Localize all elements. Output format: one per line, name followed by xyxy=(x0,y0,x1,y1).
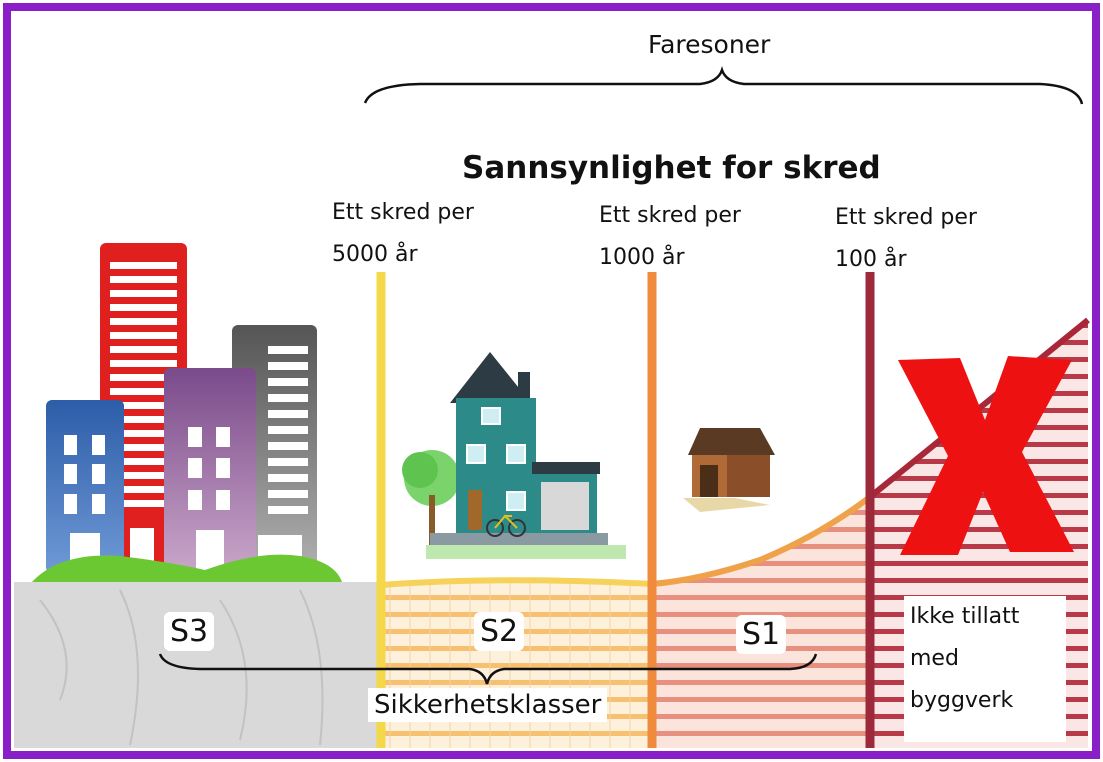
shed-icon xyxy=(683,428,775,512)
frame-border xyxy=(3,3,1100,759)
faresoner-label: Faresoner xyxy=(648,30,771,59)
probability-line1: Ett skred per xyxy=(835,205,977,230)
probability-line2: 100 år xyxy=(835,247,907,272)
probability-line1: Ett skred per xyxy=(332,200,474,225)
class-label-s1: S1 xyxy=(736,615,787,654)
zone-s2 xyxy=(381,581,652,748)
probability-label-5000: Ett skred per 5000 år xyxy=(332,192,474,276)
probability-line2: 5000 år xyxy=(332,242,418,267)
probability-label-1000: Ett skred per 1000 år xyxy=(599,195,741,279)
sikkerhetsklasser-label: Sikkerhetsklasser xyxy=(368,688,608,722)
probability-line2: 1000 år xyxy=(599,245,685,270)
faresoner-brace xyxy=(363,66,1084,105)
house-icon xyxy=(402,352,626,559)
sikkerhetsklasser-brace xyxy=(158,653,818,685)
probability-label-100: Ett skred per 100 år xyxy=(835,197,977,281)
ground-s3 xyxy=(14,582,380,748)
city-buildings-icon xyxy=(32,243,342,582)
page-title: Sannsynlighet for skred xyxy=(462,150,881,186)
class-label-s3: S3 xyxy=(164,612,215,651)
forbidden-x-icon xyxy=(898,356,1074,555)
probability-line1: Ett skred per xyxy=(599,203,741,228)
class-label-s2: S2 xyxy=(474,612,525,651)
forbidden-zone-label: Ikke tillatt med byggverk xyxy=(904,596,1066,742)
